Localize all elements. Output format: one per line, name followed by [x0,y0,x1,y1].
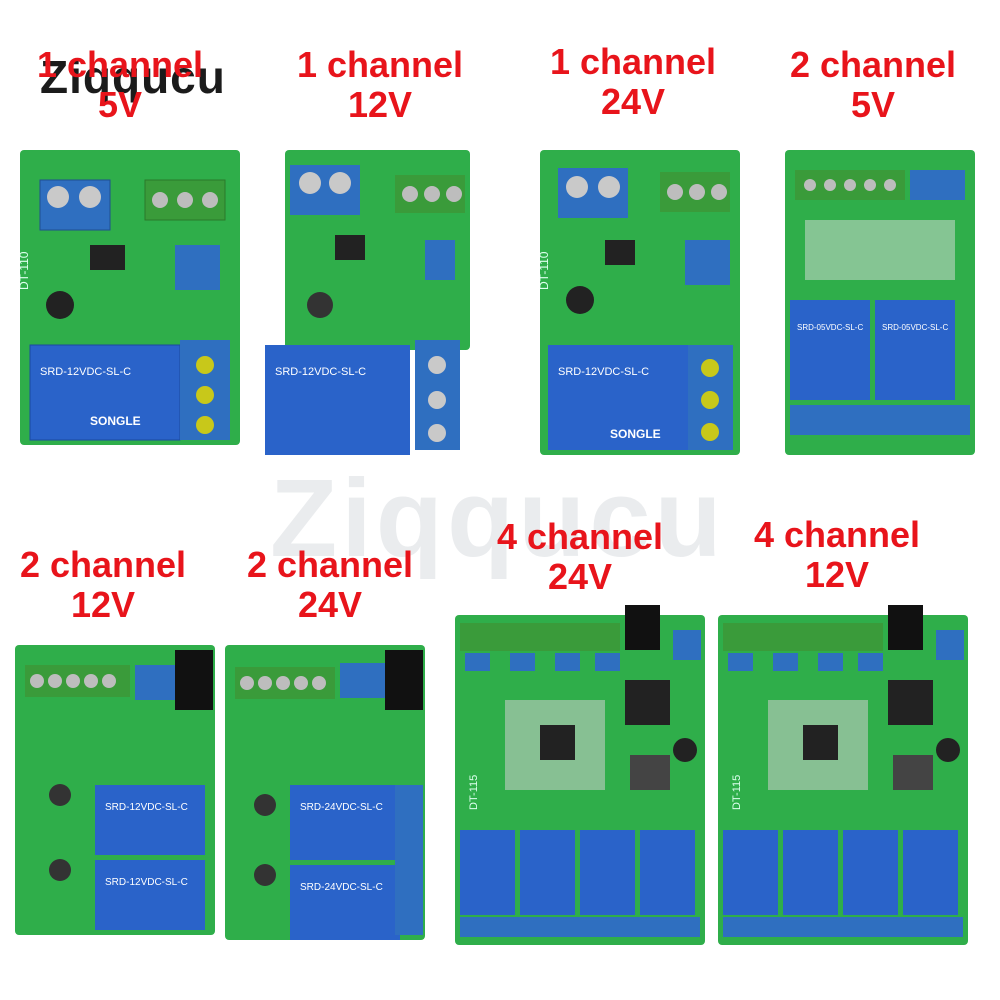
relay-model-text-2: SRD-05VDC-SL-C [882,323,948,332]
label-line1: 4 channel [496,516,664,557]
relay-board-2ch-24v: SRD-24VDC-SL-C SRD-24VDC-SL-C [225,645,425,940]
label-line1: 4 channel [753,514,921,555]
label-line2: 5V [850,84,896,125]
label-2ch-5v: 2 channel 5V [778,45,968,125]
label-2ch-12v: 2 channel 12V [8,545,198,625]
board-mark: DT-110 [540,251,551,290]
label-2ch-24v: 2 channel 24V [235,545,425,625]
label-line2: 12V [347,84,413,125]
relay-model-text: SRD-12VDC-SL-C [558,366,649,378]
relay-board-4ch-12v: DT-115 [718,605,968,945]
label-line1: 1 channel [296,44,464,85]
label-line1: 2 channel [789,44,957,85]
label-line2: 5V [97,84,143,125]
relay-model-text: SRD-12VDC-SL-C [105,802,188,813]
relay-model-text-2: SRD-24VDC-SL-C [300,882,383,893]
label-4ch-12v: 4 channel 12V [742,515,932,595]
relay-model-text: SRD-05VDC-SL-C [797,323,863,332]
label-line1: 2 channel [246,544,414,585]
label-line2: 24V [600,81,666,122]
board-mark: DT-115 [731,775,743,810]
relay-model-text: SRD-12VDC-SL-C [40,366,131,378]
label-line2: 12V [70,584,136,625]
label-line2: 24V [297,584,363,625]
relay-board-4ch-24v: DT-115 [455,605,705,945]
label-1ch-5v: 1 channel 5V [30,45,210,125]
label-1ch-12v: 1 channel 12V [285,45,475,125]
label-line2: 24V [547,556,613,597]
relay-model-text-2: SRD-12VDC-SL-C [105,877,188,888]
brand-watermark: Ziqqucu [270,457,726,580]
relay-brand-text: SONGLE [610,427,661,441]
relay-model-text: SRD-12VDC-SL-C [275,366,366,378]
board-mark: DT-115 [468,775,480,810]
brand-logo: Ziqqucu [40,50,226,104]
brand-name: Ziqqucu [40,51,226,103]
label-4ch-24v: 4 channel 24V [485,517,675,597]
relay-board-2ch-12v: SRD-12VDC-SL-C SRD-12VDC-SL-C [15,645,215,935]
relay-model-text: SRD-24VDC-SL-C [300,802,383,813]
relay-brand-text: SONGLE [90,414,141,428]
label-line1: 1 channel [36,44,204,85]
label-1ch-24v: 1 channel 24V [538,42,728,122]
relay-board-1ch-5v: SRD-12VDC-SL-C SONGLE DT-110 [20,150,240,445]
label-line1: 2 channel [19,544,187,585]
board-mark: DT-110 [20,251,31,290]
label-line2: 12V [804,554,870,595]
relay-board-1ch-24v: SRD-12VDC-SL-C SONGLE DT-110 [540,150,740,455]
relay-board-1ch-12v: SRD-12VDC-SL-C [265,150,470,455]
relay-board-2ch-5v: SRD-05VDC-SL-C SRD-05VDC-SL-C [785,150,975,455]
label-line1: 1 channel [549,41,717,82]
